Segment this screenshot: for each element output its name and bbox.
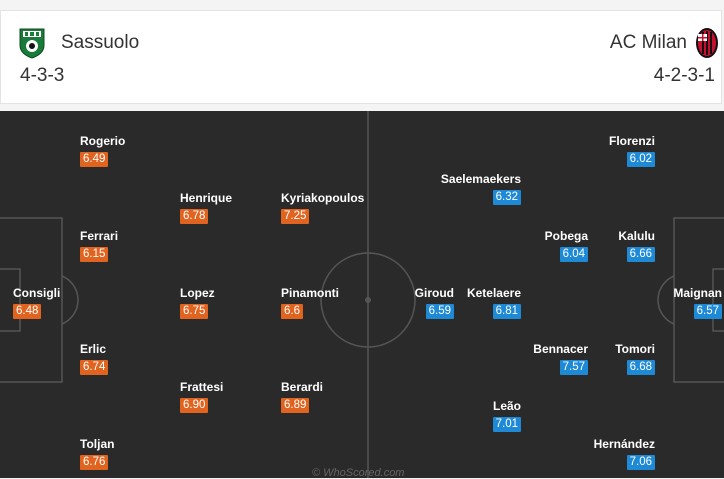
away-player-leao[interactable]: Leão 7.01: [492, 399, 521, 432]
player-name: Ferrari: [80, 229, 119, 243]
player-rating: 7.57: [559, 360, 588, 375]
home-player-ferrari[interactable]: Ferrari 6.15: [80, 229, 118, 262]
away-player-hernandez[interactable]: Hernández 7.06: [594, 437, 655, 470]
player-name: Leão: [492, 399, 521, 413]
player-rating: 6.32: [492, 190, 521, 205]
player-name: Florenzi: [608, 134, 655, 148]
player-name: Saelemaekers: [440, 172, 521, 186]
home-player-pinamonti[interactable]: Pinamonti 6.6: [281, 286, 339, 319]
away-player-ketelaere[interactable]: Ketelaere 6.81: [467, 286, 521, 319]
player-name: Kalulu: [618, 229, 655, 243]
watermark: © WhoScored.com: [312, 467, 405, 479]
player-rating: 6.90: [180, 398, 209, 413]
player-name: Berardi: [281, 380, 324, 394]
away-player-bennacer[interactable]: Bennacer 7.57: [533, 342, 588, 375]
away-player-tomori[interactable]: Tomori 6.68: [615, 342, 655, 375]
player-name: Toljan: [80, 437, 115, 451]
player-rating: 6.89: [281, 398, 310, 413]
home-player-rogerio[interactable]: Rogerio 6.49: [80, 134, 125, 167]
player-name: Hernández: [593, 437, 655, 451]
top-bar-remnant: [0, 0, 724, 10]
player-rating: 6.59: [425, 304, 454, 319]
player-name: Kyriakopoulos: [281, 191, 365, 205]
home-player-berardi[interactable]: Berardi 6.89: [281, 380, 323, 413]
player-name: Ketelaere: [466, 286, 521, 300]
home-player-erlic[interactable]: Erlic 6.74: [80, 342, 109, 375]
player-name: Lopez: [180, 286, 215, 300]
player-name: Pobega: [544, 229, 588, 243]
player-rating: 6.78: [180, 209, 209, 224]
away-player-giroud[interactable]: Giroud 6.59: [415, 286, 454, 319]
player-rating: 6.49: [80, 152, 109, 167]
pitch-markings: [0, 111, 724, 478]
pitch: Rogerio 6.49 Ferrari 6.15 Consigli 6.48 …: [0, 111, 724, 478]
player-rating: 6.48: [13, 304, 42, 319]
player-name: Bennacer: [533, 342, 588, 356]
player-name: Pinamonti: [281, 286, 340, 300]
away-formation: 4-2-3-1: [653, 65, 715, 86]
player-rating: 7.06: [626, 455, 655, 470]
sassuolo-crest-icon: [19, 28, 45, 59]
home-player-toljan[interactable]: Toljan 6.76: [80, 437, 114, 470]
home-player-kyriakopoulos[interactable]: Kyriakopoulos 7.25: [281, 191, 364, 224]
player-rating: 6.6: [281, 304, 303, 319]
away-player-kalulu[interactable]: Kalulu 6.66: [618, 229, 655, 262]
match-header: Sassuolo 4-3-3 AC Milan 4-2-3-1: [0, 10, 722, 104]
player-rating: 6.15: [80, 247, 109, 262]
away-player-saelemaekers[interactable]: Saelemaekers 6.32: [441, 172, 521, 205]
away-player-florenzi[interactable]: Florenzi 6.02: [609, 134, 655, 167]
player-name: Maignan: [673, 286, 722, 300]
player-rating: 6.66: [626, 247, 655, 262]
player-rating: 6.76: [80, 455, 109, 470]
player-name: Frattesi: [180, 380, 224, 394]
ac-milan-crest-icon: [696, 28, 718, 58]
player-name: Henrique: [180, 191, 233, 205]
home-team-name[interactable]: Sassuolo: [61, 32, 140, 53]
player-rating: 6.68: [626, 360, 655, 375]
away-team-name[interactable]: AC Milan: [609, 32, 687, 53]
home-player-henrique[interactable]: Henrique 6.78: [180, 191, 232, 224]
home-player-lopez[interactable]: Lopez 6.75: [180, 286, 215, 319]
away-player-pobega[interactable]: Pobega 6.04: [545, 229, 588, 262]
player-rating: 6.04: [559, 247, 588, 262]
player-name: Erlic: [80, 342, 107, 356]
home-player-consigli[interactable]: Consigli 6.48: [13, 286, 60, 319]
home-player-frattesi[interactable]: Frattesi 6.90: [180, 380, 223, 413]
player-rating: 7.25: [281, 209, 310, 224]
player-rating: 6.02: [626, 152, 655, 167]
player-rating: 6.75: [180, 304, 209, 319]
player-rating: 6.81: [492, 304, 521, 319]
player-name: Tomori: [615, 342, 655, 356]
away-player-maignan[interactable]: Maignan 6.57: [673, 286, 722, 319]
player-rating: 6.74: [80, 360, 109, 375]
player-name: Consigli: [13, 286, 61, 300]
player-rating: 6.57: [693, 304, 722, 319]
player-rating: 7.01: [492, 417, 521, 432]
player-name: Giroud: [414, 286, 454, 300]
home-formation: 4-3-3: [20, 65, 65, 86]
player-name: Rogerio: [80, 134, 126, 148]
